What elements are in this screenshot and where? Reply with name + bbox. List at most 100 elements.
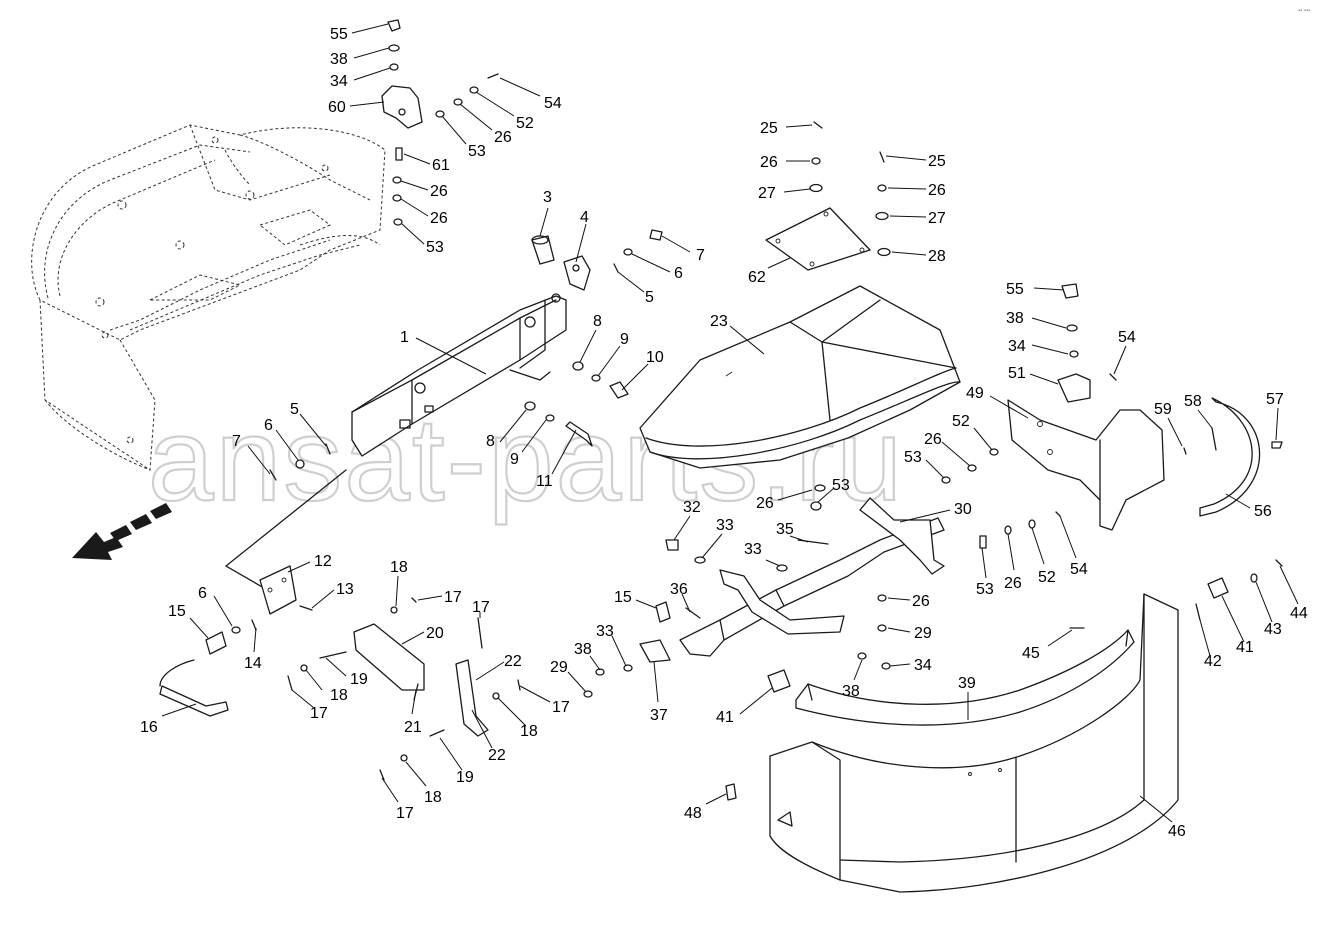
callout-38: 38 <box>574 641 592 658</box>
frame-part-30 <box>665 484 945 657</box>
callout-34: 34 <box>330 73 348 90</box>
callout-53: 53 <box>468 143 486 160</box>
callout-53: 53 <box>832 477 850 494</box>
callout-17: 17 <box>396 805 414 822</box>
callout-25: 25 <box>928 153 946 170</box>
callout-3: 3 <box>543 189 552 206</box>
callout-17: 17 <box>310 705 328 722</box>
main-arm-part-1 <box>351 293 567 457</box>
callout-49: 49 <box>966 385 984 402</box>
callout-9: 9 <box>510 451 519 468</box>
callout-27: 27 <box>758 185 776 202</box>
callout-56: 56 <box>1254 503 1272 520</box>
callout-16: 16 <box>140 719 158 736</box>
callout-59: 59 <box>1154 401 1172 418</box>
callout-18: 18 <box>520 723 538 740</box>
callout-33: 33 <box>744 541 762 558</box>
callout-38: 38 <box>1006 310 1024 327</box>
callout-61: 61 <box>432 157 450 174</box>
callout-60: 60 <box>328 99 346 116</box>
callout-17: 17 <box>552 699 570 716</box>
callout-11: 11 <box>536 473 553 490</box>
callout-18: 18 <box>330 687 348 704</box>
callout-26: 26 <box>928 182 946 199</box>
callout-19: 19 <box>350 671 368 688</box>
callout-51: 51 <box>1008 365 1026 382</box>
callout-62: 62 <box>748 269 766 286</box>
callout-41: 41 <box>1236 639 1254 656</box>
callout-20: 20 <box>426 625 444 642</box>
center-hardware <box>583 601 701 698</box>
callout-6: 6 <box>198 585 207 602</box>
callout-29: 29 <box>914 625 932 642</box>
callout-57: 57 <box>1266 391 1284 408</box>
callout-9: 9 <box>620 331 629 348</box>
corner-mark: ▪▪ ▪▪▪ <box>1298 8 1310 14</box>
deck-housing-phantom <box>31 124 386 471</box>
callout-15: 15 <box>168 603 186 620</box>
callout-5: 5 <box>290 401 299 418</box>
callout-54: 54 <box>544 95 562 112</box>
parts-3-7 <box>531 229 663 291</box>
bracket-49-51 <box>941 283 1283 531</box>
callout-52: 52 <box>1038 569 1056 586</box>
callout-27: 27 <box>928 210 946 227</box>
callout-5: 5 <box>645 289 654 306</box>
callout-13: 13 <box>336 581 354 598</box>
callout-26: 26 <box>924 431 942 448</box>
cover-plate-62 <box>765 121 891 271</box>
callout-4: 4 <box>580 209 589 226</box>
callout-34: 34 <box>914 657 932 674</box>
callout-18: 18 <box>390 559 408 576</box>
callout-28: 28 <box>928 248 946 265</box>
callout-22: 22 <box>504 653 522 670</box>
callout-21: 21 <box>404 719 422 736</box>
callout-22: 22 <box>488 747 506 764</box>
callout-34: 34 <box>1008 338 1026 355</box>
callout-39: 39 <box>958 675 976 692</box>
callout-25: 25 <box>760 120 778 137</box>
callout-26: 26 <box>756 495 774 512</box>
callout-17: 17 <box>472 599 490 616</box>
callout-17: 17 <box>444 589 462 606</box>
callout-30: 30 <box>954 501 972 518</box>
callout-23: 23 <box>710 313 728 330</box>
callout-1: 1 <box>400 329 409 346</box>
callout-labels: 55 38 34 60 54 52 26 53 61 26 26 53 25 2… <box>140 26 1308 840</box>
callout-8: 8 <box>593 313 602 330</box>
callout-26: 26 <box>430 210 448 227</box>
callout-26: 26 <box>1004 575 1022 592</box>
callout-18: 18 <box>424 789 442 806</box>
callout-46: 46 <box>1168 823 1186 840</box>
callout-26: 26 <box>912 593 930 610</box>
callout-38: 38 <box>842 683 860 700</box>
callout-54: 54 <box>1118 329 1136 346</box>
callout-7: 7 <box>696 247 705 264</box>
callout-54: 54 <box>1070 561 1088 578</box>
callout-33: 33 <box>716 517 734 534</box>
callout-26: 26 <box>494 129 512 146</box>
callout-7: 7 <box>232 433 241 450</box>
callout-29: 29 <box>550 659 568 676</box>
callout-38: 38 <box>330 51 348 68</box>
callout-8: 8 <box>486 433 495 450</box>
callout-44: 44 <box>1290 605 1308 622</box>
leader-lines <box>161 23 1299 823</box>
callout-6: 6 <box>264 417 273 434</box>
callout-55: 55 <box>1006 281 1024 298</box>
callout-35: 35 <box>776 521 794 538</box>
callout-19: 19 <box>456 769 474 786</box>
front-guard-39-46 <box>725 559 1283 893</box>
callout-26: 26 <box>760 154 778 171</box>
callout-32: 32 <box>683 499 701 516</box>
callout-37: 37 <box>650 707 668 724</box>
callout-45: 45 <box>1022 645 1040 662</box>
callout-52: 52 <box>952 413 970 430</box>
direction-arrow-icon <box>72 503 172 560</box>
callout-52: 52 <box>516 115 534 132</box>
callout-33: 33 <box>596 623 614 640</box>
callout-53: 53 <box>904 449 922 466</box>
parts-8-11 <box>269 361 629 481</box>
callout-53: 53 <box>426 239 444 256</box>
